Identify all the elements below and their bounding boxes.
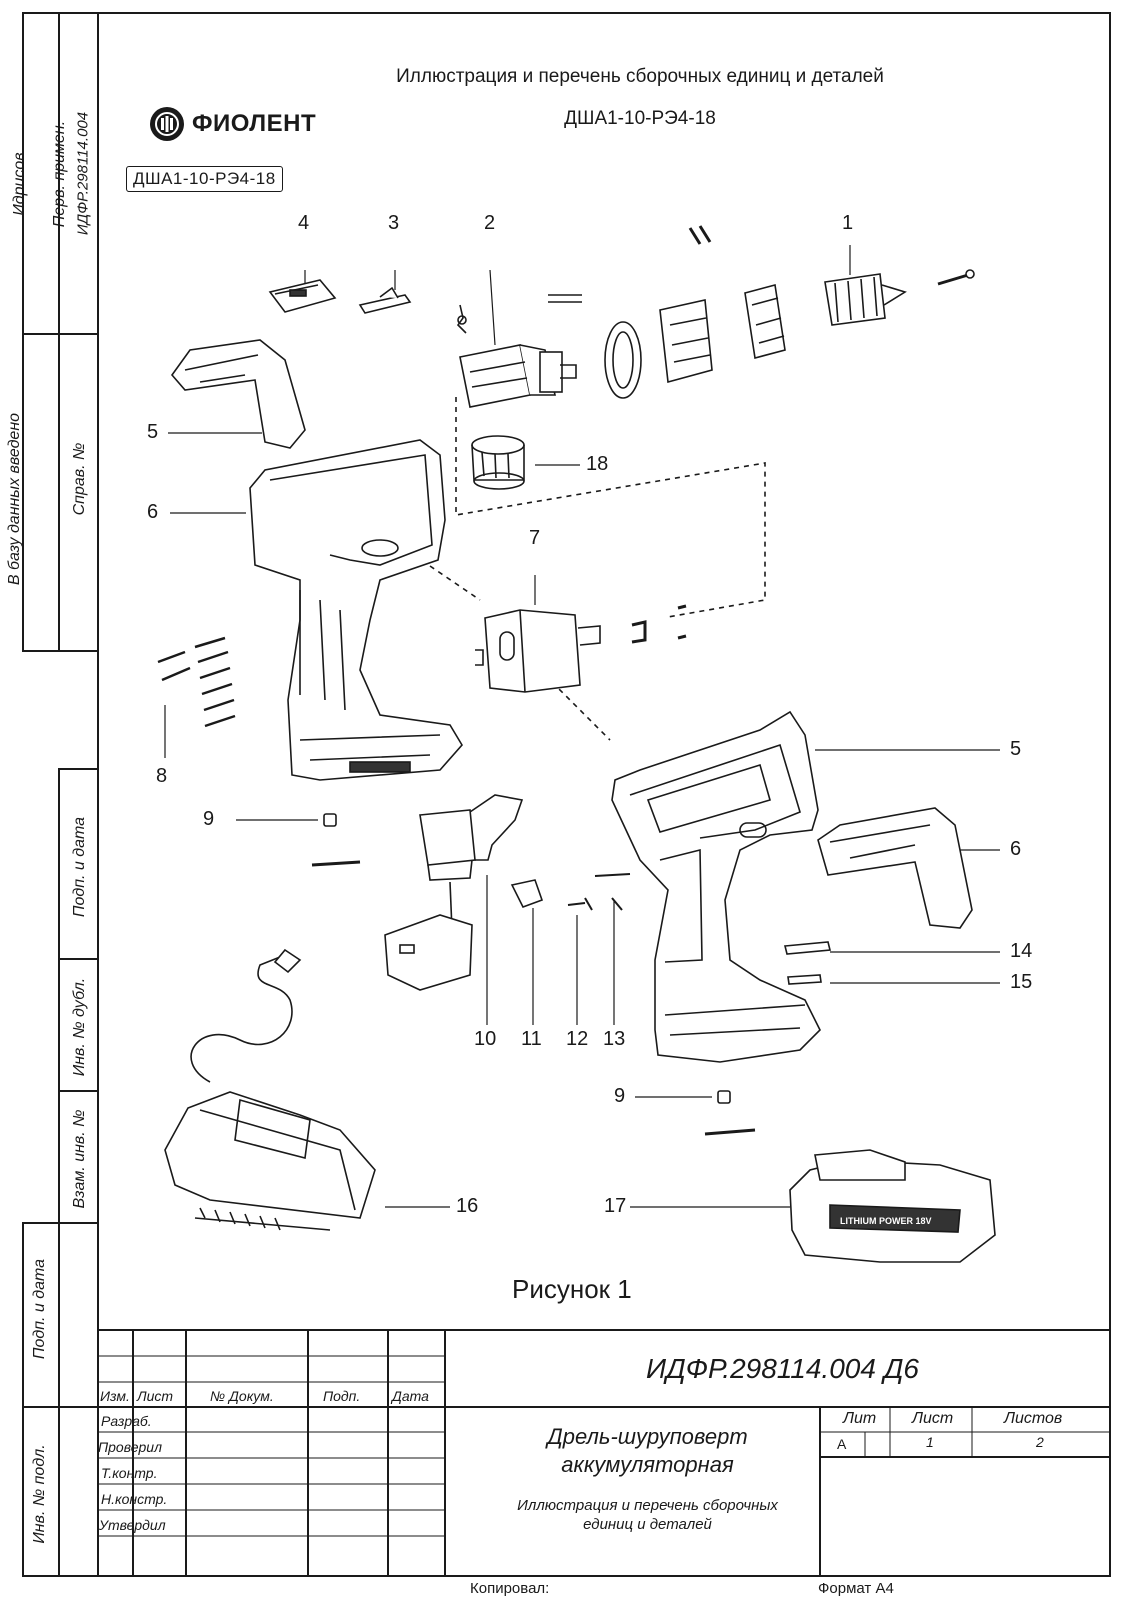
- part-9-nut: [323, 813, 337, 827]
- logo-text: ФИОЛЕНТ: [192, 110, 317, 137]
- doc-title-line2: единиц и деталей: [583, 1516, 712, 1533]
- clutch-collar: [659, 299, 713, 384]
- gear-ring: [604, 321, 642, 399]
- callout-15: 15: [1010, 971, 1033, 993]
- pin-pair: [548, 294, 582, 303]
- dashed-assembly-line: [455, 397, 766, 618]
- callout-6-right: 6: [1010, 838, 1022, 860]
- part-8-screws: [157, 636, 236, 728]
- part-18-planet-gear: [471, 435, 525, 490]
- part-1-chuck: [824, 273, 907, 326]
- part-15-strip: [787, 974, 822, 985]
- role-tkontr: Т.контр.: [101, 1465, 158, 1481]
- sheet-label: Лист: [912, 1410, 954, 1427]
- part-5-handle-half: [170, 339, 306, 449]
- figure-caption: Рисунок 1: [512, 1274, 632, 1304]
- callout-3: 3: [388, 212, 400, 234]
- role-utverdil: Утвердил: [99, 1517, 166, 1533]
- callout-9: 9: [203, 808, 215, 830]
- drawing-frame: [97, 12, 1111, 1577]
- screwdriver-bit-2: [704, 1128, 756, 1136]
- part-6-housing-left: [249, 439, 463, 781]
- part-4-switch-cover: [268, 279, 337, 313]
- callout-5-right: 5: [1010, 738, 1022, 760]
- sheets-value: 2: [1036, 1434, 1044, 1450]
- part-9-nut-2: [717, 1090, 731, 1104]
- lit-label: Лит: [843, 1410, 877, 1427]
- battery-label: LITHIUM POWER 18V: [840, 1216, 932, 1226]
- doc-number: ИДФР.298114.004 Д6: [645, 1353, 919, 1384]
- part-7-motor: [475, 609, 647, 693]
- product-name-line2: аккумуляторная: [561, 1452, 734, 1477]
- part-16-charger: [164, 948, 376, 1231]
- part-6-handle-right: [817, 807, 973, 929]
- part-12-led: [567, 897, 593, 911]
- callout-4: 4: [298, 212, 310, 234]
- callout-11: 11: [521, 1028, 542, 1050]
- sheets-label: Листов: [1004, 1410, 1063, 1427]
- callout-13: 13: [603, 1028, 626, 1050]
- dashed-motor-line: [429, 565, 611, 741]
- clutch-spring-cage: [744, 283, 786, 360]
- drawing-title: Иллюстрация и перечень сборочных единиц …: [396, 66, 884, 87]
- callout-7: 7: [529, 527, 541, 549]
- part-11-led-holder: [510, 879, 544, 908]
- callout-12: 12: [566, 1028, 589, 1050]
- callout-2: 2: [484, 212, 496, 234]
- leader-lines: [164, 245, 1000, 1208]
- role-nkonstr: Н.констр.: [101, 1491, 168, 1507]
- col-list: Лист: [137, 1388, 174, 1404]
- callout-14: 14: [1010, 940, 1033, 962]
- part-17-battery: [789, 1149, 996, 1263]
- product-name-line1: Дрель-шуруповерт: [547, 1424, 748, 1449]
- part-2-spring: [456, 304, 467, 334]
- part-10-trigger-switch: [384, 794, 524, 991]
- small-screws: [688, 225, 712, 245]
- col-nodok: № Докум.: [210, 1388, 274, 1404]
- part-3-slider: [358, 286, 412, 314]
- brand-logo: ФИОЛЕНТ: [150, 107, 316, 141]
- part-2-gearbox: [459, 344, 577, 408]
- drawing-subtitle: ДША1-10-РЭ4-18: [564, 108, 716, 129]
- sheet-value: 1: [926, 1434, 934, 1450]
- callout-8: 8: [156, 765, 168, 787]
- role-proveril: Проверил: [98, 1439, 162, 1455]
- logo-mark-icon: [150, 107, 184, 141]
- role-razrab: Разраб.: [101, 1413, 152, 1429]
- callout-6: 6: [147, 501, 159, 523]
- col-podp: Подп.: [323, 1388, 361, 1404]
- part-14-plate: [783, 941, 832, 955]
- callout-10: 10: [474, 1028, 497, 1050]
- footer-kopiroval: Копировал:: [470, 1580, 550, 1597]
- col-data: Дата: [392, 1388, 429, 1404]
- callout-5: 5: [147, 421, 159, 443]
- footer-format: Формат А4: [818, 1580, 894, 1597]
- screwdriver-bit-1: [311, 860, 361, 867]
- callout-17: 17: [604, 1195, 627, 1217]
- chuck-screw: [937, 273, 969, 286]
- callout-1: 1: [842, 212, 854, 234]
- doc-title-line1: Иллюстрация и перечень сборочных: [517, 1497, 778, 1514]
- callout-9-lower: 9: [614, 1085, 626, 1107]
- model-box: ДША1-10-РЭ4-18: [126, 166, 283, 192]
- callout-16: 16: [456, 1195, 479, 1217]
- lit-value: А: [837, 1436, 847, 1452]
- col-izm: Изм.: [100, 1388, 130, 1404]
- callout-18: 18: [586, 453, 609, 475]
- part-5-housing-right: [611, 710, 821, 1063]
- motor-screws: [677, 604, 687, 640]
